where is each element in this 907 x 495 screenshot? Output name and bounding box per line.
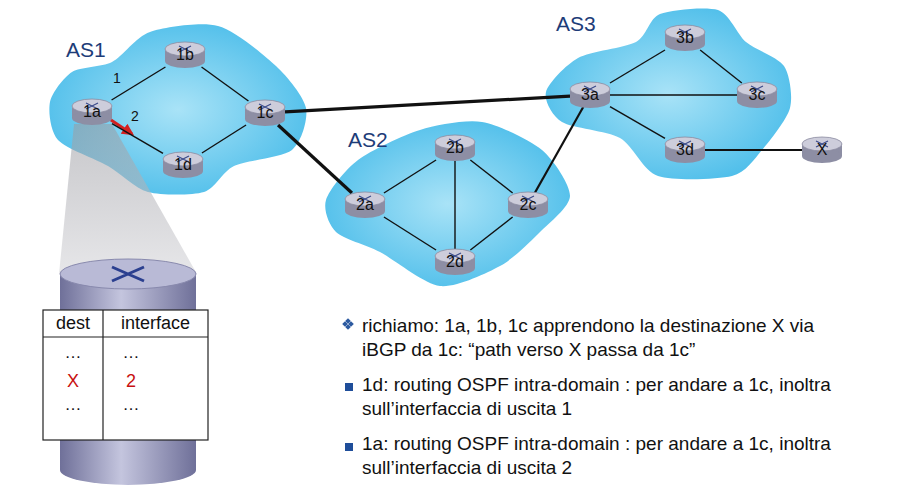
- interface-number: 2: [131, 108, 145, 126]
- router-name: 3b: [663, 28, 707, 48]
- table-cell: …: [43, 342, 103, 363]
- as-cloud-shape: [325, 121, 570, 286]
- table-frame: [43, 310, 208, 440]
- table-cell: …: [43, 394, 103, 415]
- router-cross: [112, 267, 144, 281]
- router-name: 2b: [433, 138, 477, 158]
- table-cell: …: [103, 342, 159, 363]
- router-node: X: [800, 135, 844, 165]
- table-rule: [43, 336, 208, 337]
- router-node: 1a: [70, 97, 114, 127]
- autonomous-system-area: AS2 2a 2b 2c 2d: [318, 112, 576, 292]
- bullet-square: [345, 383, 353, 391]
- router-name: 2c: [506, 195, 550, 215]
- router-name: 3d: [663, 140, 707, 160]
- router-name: 2d: [433, 252, 477, 272]
- bullet-marker: [342, 318, 354, 330]
- table-header: interface: [103, 312, 208, 335]
- bullet-dot: [345, 318, 351, 324]
- table-cell: 2: [103, 370, 159, 393]
- network-link: [705, 149, 802, 151]
- router-node: 2a: [343, 190, 387, 220]
- bullet-text: 1a: routing OSPF intra-domain : per anda…: [362, 432, 832, 480]
- router-top: [60, 259, 196, 289]
- router-node: 3c: [735, 80, 779, 110]
- router-node: 1b: [163, 40, 207, 70]
- router-node: 2d: [433, 247, 477, 277]
- as-cloud-shape: [546, 8, 791, 179]
- router-node: 3d: [663, 135, 707, 165]
- network-link: [610, 94, 737, 95]
- bullet-square: [345, 443, 353, 451]
- bullet-dot: [345, 324, 351, 330]
- router-name: 2a: [343, 195, 387, 215]
- forwarding-table: [43, 310, 208, 440]
- router-name: 3a: [568, 85, 612, 105]
- router-name: 3c: [735, 85, 779, 105]
- router-node: 1c: [243, 98, 287, 128]
- router-node: 2c: [506, 190, 550, 220]
- router-name: X: [800, 140, 844, 160]
- table-header: dest: [43, 312, 103, 335]
- network-link: [278, 125, 352, 193]
- router-name: 1d: [161, 155, 205, 175]
- interface-number: 1: [113, 70, 127, 88]
- router-node: 3b: [663, 23, 707, 53]
- network-link: [454, 160, 455, 250]
- router-node: 1d: [161, 150, 205, 180]
- router-name: 1b: [163, 45, 207, 65]
- router-name: 1c: [243, 103, 287, 123]
- network-link: [285, 96, 570, 112]
- bullet-text: 1d: routing OSPF intra-domain : per anda…: [362, 373, 852, 421]
- as-cloud-shape: [49, 24, 306, 194]
- table-cell: …: [103, 394, 159, 415]
- router-node: 3a: [568, 80, 612, 110]
- table-rule: [102, 310, 103, 440]
- as-name: AS2: [348, 128, 388, 152]
- as-name: AS1: [66, 38, 106, 62]
- router-node: 2b: [433, 133, 477, 163]
- router-name: 1a: [70, 102, 114, 122]
- as-name: AS3: [556, 12, 596, 36]
- bullet-text: richiamo: 1a, 1b, 1c apprendono la desti…: [362, 314, 862, 362]
- router-bottom: [60, 455, 196, 485]
- autonomous-system-area: AS3 3a 3b 3c 3d: [538, 4, 796, 184]
- table-cell: X: [43, 370, 103, 393]
